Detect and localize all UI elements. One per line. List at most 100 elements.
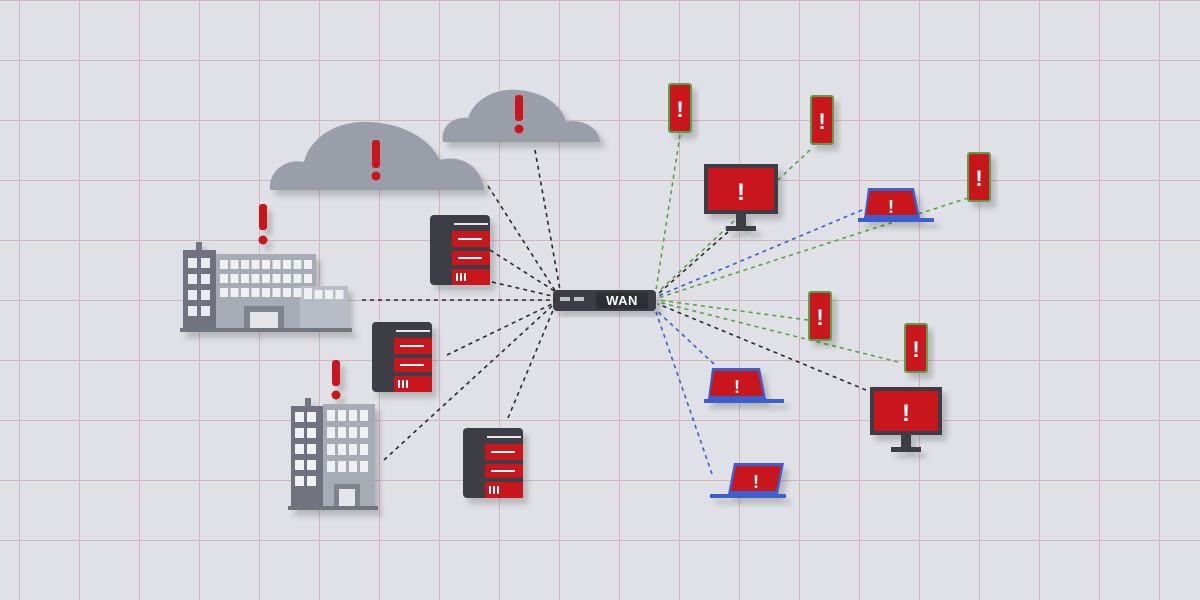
link-laptop-1 (657, 209, 863, 297)
building-window (220, 260, 228, 269)
phone-2-alert-icon: ! (818, 109, 825, 134)
link-laptop-2 (655, 309, 715, 365)
building-window (295, 428, 304, 438)
building-window (360, 427, 368, 438)
building-window (349, 461, 357, 472)
phone-2: ! (810, 95, 834, 145)
laptop-1: ! (858, 188, 934, 222)
link-phone-1 (655, 134, 681, 291)
building-window (295, 444, 304, 454)
building-window (230, 274, 239, 283)
building-window (338, 410, 346, 421)
server-2 (372, 322, 432, 392)
link-cloud-large (487, 185, 557, 293)
phone-5-alert-icon: ! (912, 337, 919, 362)
monitor-1: ! (704, 164, 778, 231)
building-window (230, 260, 239, 269)
building-window (349, 410, 357, 421)
link-cloud-small (534, 149, 561, 291)
building-window (327, 427, 335, 438)
building-window (338, 444, 346, 455)
phone-3: ! (967, 152, 991, 202)
laptop-3-alert-icon: ! (753, 472, 759, 492)
building-window (283, 274, 291, 283)
link-monitor-2 (657, 303, 867, 391)
building-window (241, 288, 249, 297)
building-window (304, 260, 312, 269)
building-window (293, 288, 302, 297)
office-building-large (180, 204, 352, 332)
building-window (283, 288, 291, 297)
phone-3-alert-icon: ! (975, 166, 982, 191)
building-window (314, 290, 323, 299)
building-window (241, 260, 249, 269)
building-window (304, 290, 312, 299)
laptop-2: ! (704, 368, 784, 403)
building-window (338, 427, 346, 438)
building-window (251, 274, 260, 283)
link-building-small (383, 305, 553, 461)
office-building-small-alert-icon (331, 360, 341, 400)
laptop-2-alert-icon: ! (734, 377, 740, 397)
link-phone-2 (657, 149, 811, 293)
building-window (307, 444, 316, 454)
cloud-large-alert-icon (371, 140, 381, 181)
building-window (307, 428, 316, 438)
link-phone-5 (657, 301, 899, 363)
building-window (272, 260, 281, 269)
link-phone-4 (657, 299, 809, 321)
phone-1: ! (668, 83, 692, 133)
wan-label: WAN (606, 293, 638, 308)
office-building-small (288, 360, 378, 510)
building-window (262, 260, 270, 269)
building-window (272, 274, 281, 283)
server-3 (463, 428, 523, 498)
building-window (360, 444, 368, 455)
building-window (327, 444, 335, 455)
building-window (272, 288, 281, 297)
building-window (349, 444, 357, 455)
link-server-1b (491, 281, 553, 297)
link-server-3 (507, 307, 555, 419)
laptop-1-alert-icon: ! (888, 197, 894, 217)
building-window (327, 410, 335, 421)
building-window (295, 476, 304, 486)
office-building-large-alert-icon (258, 204, 268, 245)
monitor-2: ! (870, 387, 942, 452)
server-1 (430, 215, 490, 285)
phone-5: ! (904, 323, 928, 373)
cloud-small-alert-icon (514, 95, 524, 134)
building-window (307, 412, 316, 422)
connection-lines (362, 134, 969, 475)
building-window (360, 410, 368, 421)
monitor-2-alert-icon: ! (902, 400, 910, 427)
building-window (220, 288, 228, 297)
monitor-1-alert-icon: ! (737, 179, 745, 206)
wan-router: WAN (553, 290, 656, 311)
laptop-3: ! (710, 463, 786, 498)
building-window (325, 290, 333, 299)
cloud-small (442, 89, 600, 142)
building-window (295, 460, 304, 470)
link-monitor-1 (657, 231, 729, 295)
building-window (220, 274, 228, 283)
building-window (335, 290, 344, 299)
building-window (262, 288, 270, 297)
link-server-1 (489, 249, 557, 293)
building-window (293, 274, 302, 283)
building-window (304, 274, 312, 283)
building-window (262, 274, 270, 283)
building-window (283, 260, 291, 269)
building-window (293, 260, 302, 269)
building-window (349, 427, 357, 438)
link-phone-3 (657, 197, 969, 299)
cloud-large (269, 121, 484, 190)
building-window (360, 461, 368, 472)
building-window (338, 461, 346, 472)
phone-1-alert-icon: ! (676, 97, 683, 122)
building-window (327, 461, 335, 472)
building-window (251, 288, 260, 297)
building-window (295, 412, 304, 422)
building-window (307, 460, 316, 470)
